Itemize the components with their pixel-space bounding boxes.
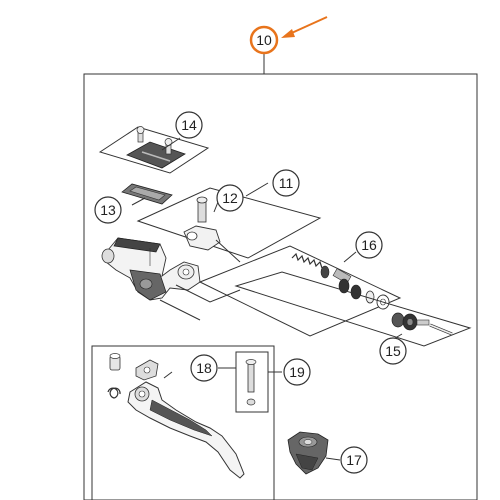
pivot-pin-frame — [235, 351, 269, 413]
callout-13[interactable]: 13 — [94, 196, 122, 224]
svg-text:13: 13 — [100, 202, 116, 218]
adjuster-block — [183, 225, 241, 263]
pivot-pin — [245, 359, 257, 406]
callout-10-label: 10 — [256, 32, 272, 48]
svg-text:11: 11 — [279, 175, 294, 191]
svg-text:17: 17 — [346, 452, 362, 468]
diaphragm-gasket — [121, 183, 173, 206]
pivot-bolt — [196, 196, 208, 223]
piston-parts-frame — [198, 245, 402, 337]
reservoir-cover — [126, 141, 186, 169]
svg-text:12: 12 — [222, 190, 238, 206]
lever-parts — [107, 353, 245, 479]
svg-text:15: 15 — [385, 343, 401, 359]
callout-17[interactable]: 17 — [340, 446, 368, 474]
lever-assembly-frame — [91, 345, 275, 500]
piston-parts — [291, 252, 390, 310]
highlight-arrow — [281, 16, 328, 38]
lever-spring — [107, 387, 121, 399]
svg-text:19: 19 — [289, 364, 305, 380]
callout-16[interactable]: 16 — [355, 231, 383, 259]
callout-12[interactable]: 12 — [216, 184, 244, 212]
svg-text:14: 14 — [181, 117, 197, 133]
callout-18[interactable]: 18 — [190, 354, 218, 382]
callout-14[interactable]: 14 — [175, 111, 203, 139]
callout-10-highlight-ring — [249, 25, 279, 55]
callout-19[interactable]: 19 — [283, 358, 311, 386]
assembly-frame — [83, 54, 478, 500]
svg-text:16: 16 — [361, 237, 377, 253]
dust-boot — [287, 431, 329, 475]
seal-kit — [391, 312, 453, 336]
callout-11[interactable]: 11 — [272, 169, 300, 197]
svg-text:18: 18 — [196, 360, 212, 376]
master-cylinder-body — [101, 237, 201, 301]
return-spring — [291, 252, 323, 269]
seal-kit-frame — [234, 271, 472, 347]
reservoir-cover-group — [98, 126, 210, 174]
callout-10[interactable]: 10 — [249, 25, 279, 55]
callout-15[interactable]: 15 — [379, 337, 407, 365]
